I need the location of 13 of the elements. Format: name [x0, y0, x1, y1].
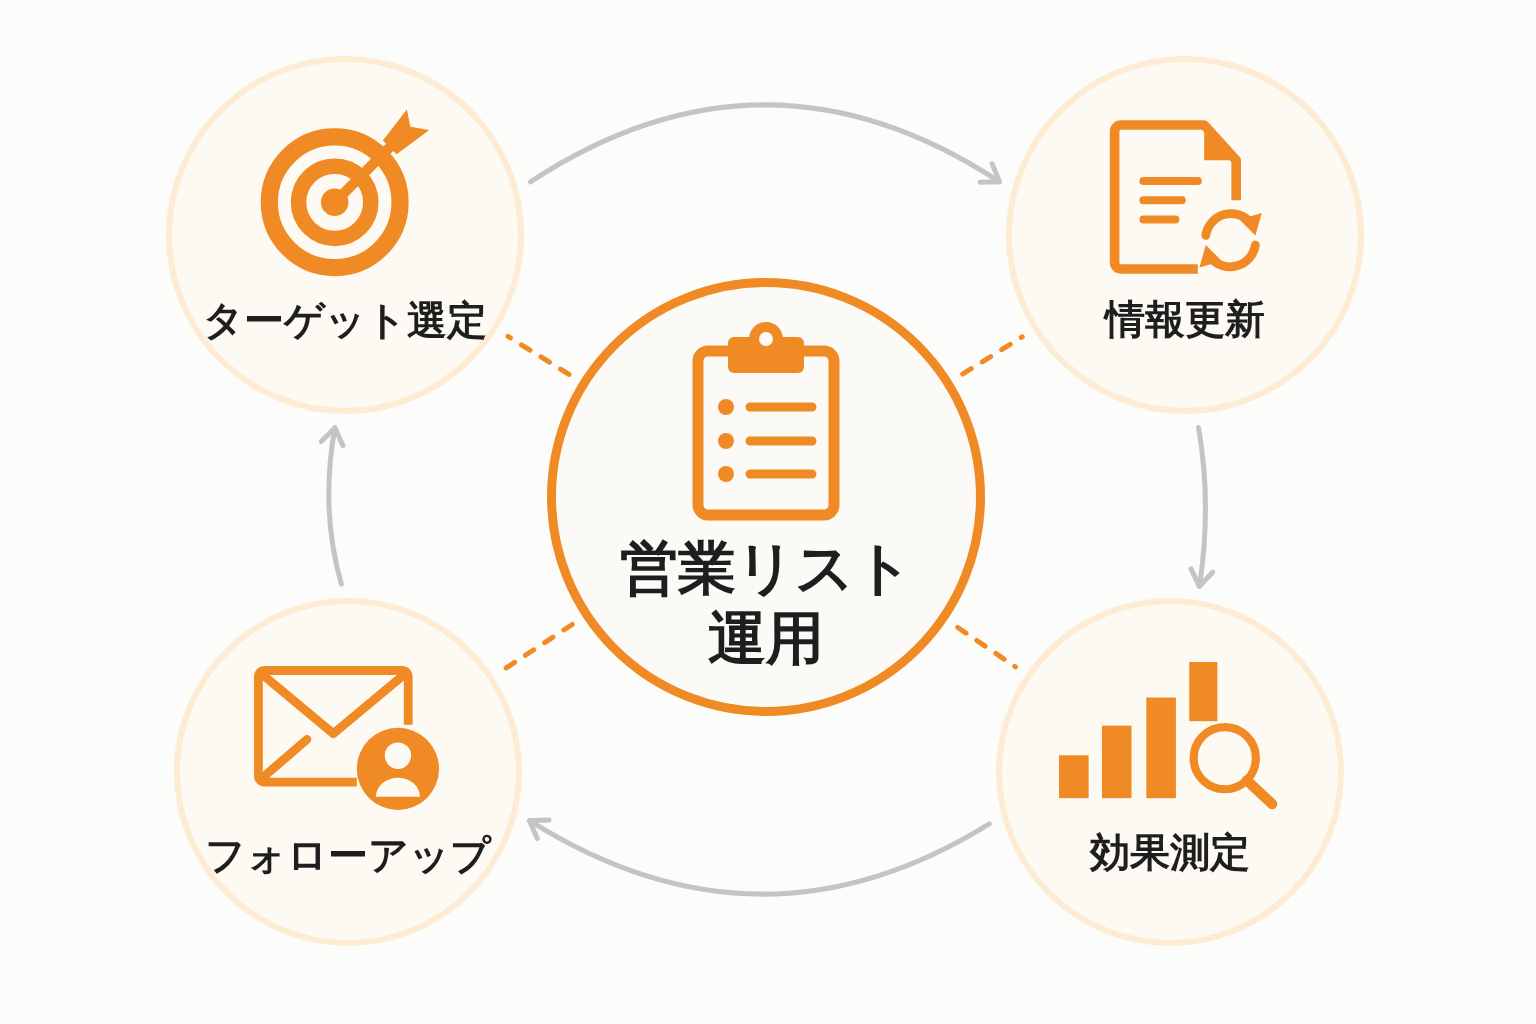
- dashed-connector: [955, 625, 1018, 670]
- curved-arrow: [527, 816, 992, 897]
- step-label: フォローアップ: [205, 830, 491, 879]
- step-label: 効果測定: [1090, 828, 1250, 876]
- dashed-connector: [501, 622, 575, 672]
- hub-title: 営業リスト運用: [618, 533, 914, 673]
- dashed-connector: [505, 333, 572, 377]
- curved-arrow: [528, 102, 1002, 186]
- curved-arrow: [1188, 425, 1216, 589]
- dashed-connector: [960, 334, 1025, 377]
- curved-arrow: [318, 425, 346, 587]
- step-label: 情報更新: [1105, 294, 1265, 343]
- step-label: ターゲット選定: [203, 296, 487, 344]
